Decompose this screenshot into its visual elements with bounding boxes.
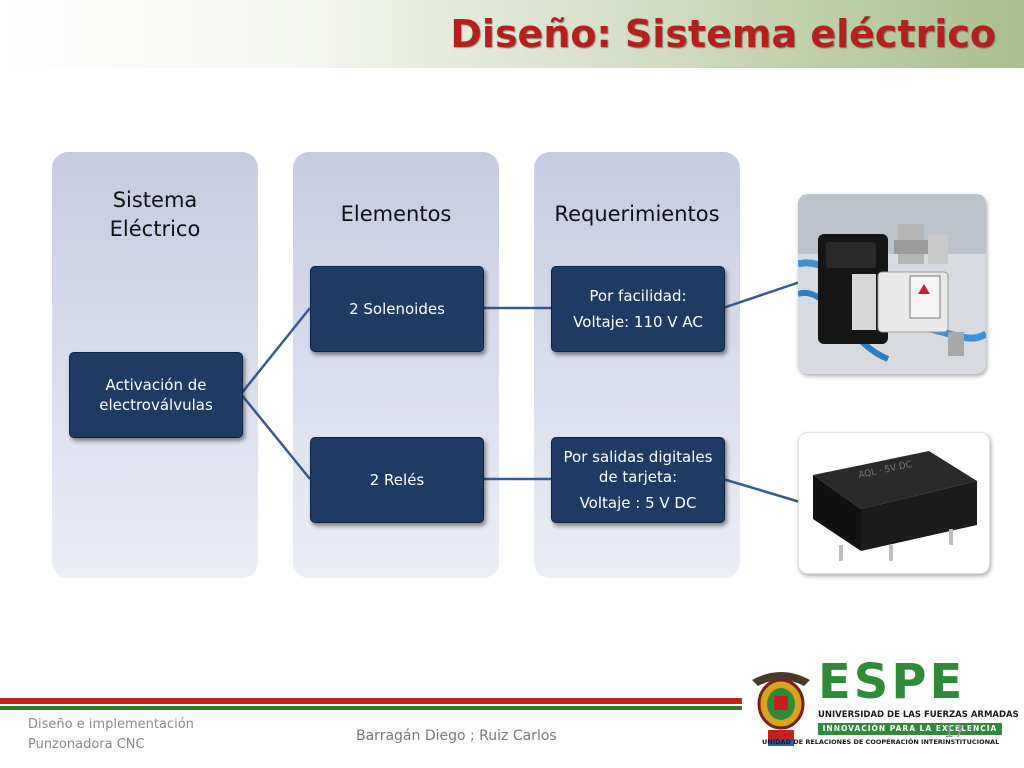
connector-activacion-solenoides (240, 307, 311, 395)
logo-wordmark: ESPE (818, 654, 966, 710)
logo-subtitle: UNIVERSIDAD DE LAS FUERZAS ARMADAS (818, 710, 1019, 720)
footer-red-line (0, 698, 760, 704)
connector-to-valve-photo (722, 280, 801, 310)
coat-of-arms-icon (752, 672, 810, 746)
box-solenoides-label: 2 Solenoides (349, 300, 445, 318)
box-requerimiento-solenoides: Por facilidad: Voltaje: 110 V AC (551, 266, 725, 352)
relay-photo: AQL · 5V DC (798, 432, 990, 574)
column-header-requerimientos: Requerimientos (554, 202, 720, 226)
box-solenoides: 2 Solenoides (310, 266, 484, 352)
box-reles: 2 Relés (310, 437, 484, 523)
footer-course-line1: Diseño e implementación (28, 717, 194, 732)
footer-authors: Barragán Diego ; Ruiz Carlos (356, 728, 557, 744)
solenoid-valve-photo (798, 194, 986, 374)
box-activacion-electrovalvulas: Activación de electroválvulas (69, 352, 243, 438)
logo-unit: UNIDAD DE RELACIONES DE COOPERACIÓN INTE… (762, 738, 1000, 746)
box-activacion-line1: Activación de (105, 376, 207, 394)
box-activacion-line2: electroválvulas (99, 396, 213, 414)
req-reles-label: Por salidas digitales de tarjeta: (563, 448, 713, 486)
logo-motto: INNOVACIÓN PARA LA EXCELENCIA (818, 723, 1002, 735)
column-header-sistema-electrico: Sistema Eléctrico (109, 188, 201, 241)
footer-green-line (0, 706, 760, 710)
box-reles-label: 2 Relés (369, 471, 425, 489)
slide-number: 17 (944, 722, 965, 741)
slide-title: Diseño: Sistema eléctrico (450, 12, 996, 56)
connector-to-relay-photo (722, 477, 801, 504)
espe-logo: ESPE UNIVERSIDAD DE LAS FUERZAS ARMADAS … (742, 654, 1019, 752)
req-solenoides-label: Por facilidad: (589, 287, 687, 305)
column-header-elementos: Elementos (340, 202, 452, 226)
box-requerimiento-reles: Por salidas digitales de tarjeta: Voltaj… (551, 437, 725, 523)
title-banner (0, 0, 1024, 68)
connector-activacion-reles (240, 393, 311, 480)
req-solenoides-voltage: Voltaje: 110 V AC (573, 313, 703, 331)
req-reles-voltage: Voltaje : 5 V DC (579, 494, 697, 512)
footer-course-line2: Punzonadora CNC (28, 737, 145, 752)
